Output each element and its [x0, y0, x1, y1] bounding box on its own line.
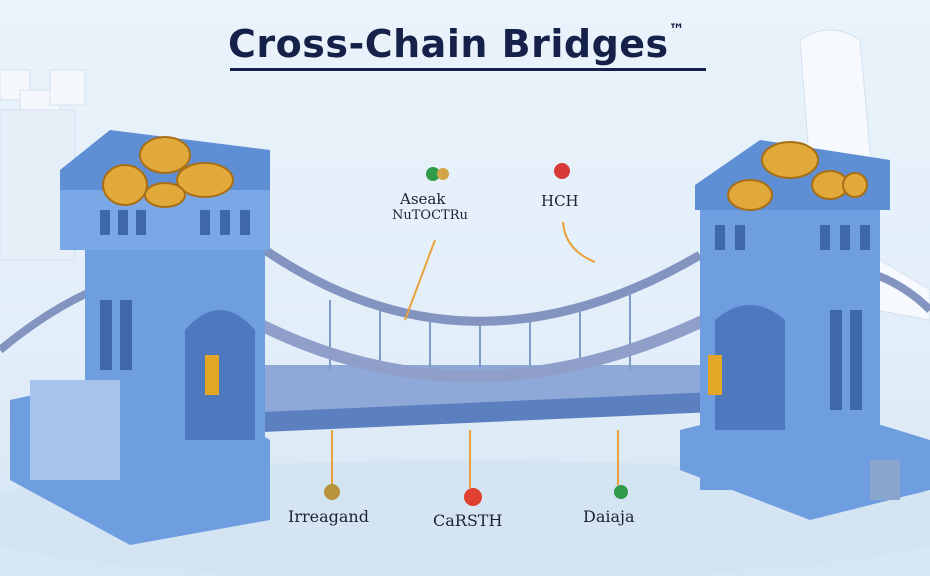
right-coins: [727, 141, 868, 211]
left-tower: [10, 130, 270, 545]
orb-icon: [426, 167, 440, 181]
orb-icon: [464, 488, 482, 506]
trademark: ™: [668, 20, 686, 39]
lower-cable: [181, 275, 774, 383]
left-coins: [102, 136, 234, 208]
label-top-left-sub: NuTOCTRu: [392, 208, 468, 223]
orb-icon: [324, 484, 340, 500]
trophy-icons: [205, 355, 722, 395]
label-bottom-right: Daiaja: [583, 507, 635, 526]
label-bottom-left: Irreagand: [288, 507, 369, 526]
title-underline: [230, 68, 706, 71]
label-top-right: HCH: [541, 192, 579, 210]
page-title: Cross-Chain Bridges™: [228, 20, 686, 66]
title-text: Cross-Chain Bridges: [228, 22, 669, 66]
orb-icon: [614, 485, 628, 499]
orb-icon: [554, 163, 570, 179]
pointer-lines: [331, 221, 619, 488]
bridge-deck: [195, 295, 760, 435]
label-top-left: Aseak: [400, 190, 446, 208]
label-bottom-center: CaRSTH: [433, 511, 503, 530]
upper-cable: [262, 246, 703, 326]
right-tower: [680, 140, 930, 520]
orb-icon: [437, 168, 449, 180]
